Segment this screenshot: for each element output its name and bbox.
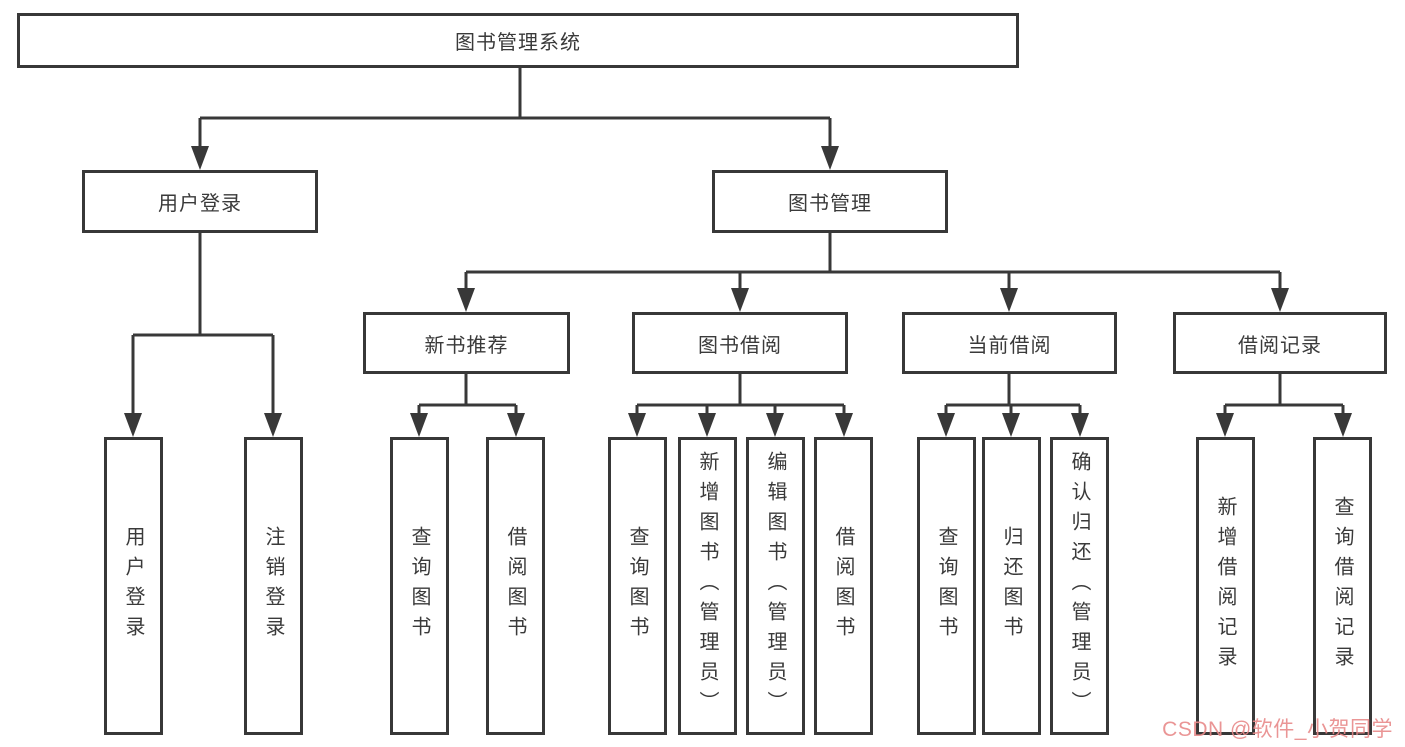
leaf-borrow-books: 借阅图书 xyxy=(814,437,873,735)
leaf-current-query-books: 查询图书 xyxy=(917,437,976,735)
leaf-recommend-query-books: 查询图书 xyxy=(390,437,449,735)
node-library-system: 图书管理系统 xyxy=(17,13,1019,68)
leaf-borrow-query-books: 查询图书 xyxy=(608,437,667,735)
node-current-borrowing: 当前借阅 xyxy=(902,312,1117,374)
node-book-management: 图书管理 xyxy=(712,170,948,233)
leaf-recommend-borrow-books: 借阅图书 xyxy=(486,437,545,735)
leaf-add-borrow-record: 新增借阅记录 xyxy=(1196,437,1255,735)
leaf-add-books-admin: 新增图书（管理员） xyxy=(678,437,737,735)
csdn-watermark: CSDN @软件_小贺同学 xyxy=(1162,718,1393,741)
node-book-borrowing: 图书借阅 xyxy=(632,312,848,374)
node-new-book-recommendation: 新书推荐 xyxy=(363,312,570,374)
leaf-user-login: 用户登录 xyxy=(104,437,163,735)
leaf-edit-books-admin: 编辑图书（管理员） xyxy=(746,437,805,735)
leaf-confirm-return-admin: 确认归还（管理员） xyxy=(1050,437,1109,735)
node-user-login-group: 用户登录 xyxy=(82,170,318,233)
leaf-logout: 注销登录 xyxy=(244,437,303,735)
node-borrowing-records: 借阅记录 xyxy=(1173,312,1387,374)
leaf-return-books: 归还图书 xyxy=(982,437,1041,735)
leaf-query-borrow-record: 查询借阅记录 xyxy=(1313,437,1372,735)
